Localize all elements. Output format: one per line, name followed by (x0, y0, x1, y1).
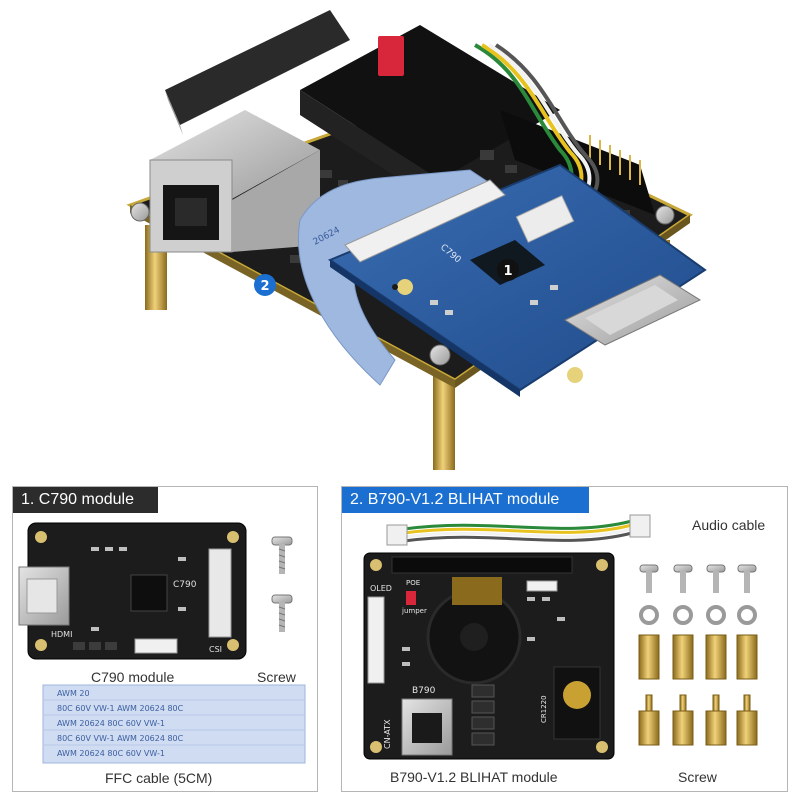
b790-jumper-label: jumper (401, 607, 427, 615)
ffc-print-row: AWM 20624 80C 60V VW-1 (57, 719, 165, 728)
panel-1-title: 1. C790 module (13, 487, 158, 513)
audio-cable (403, 519, 633, 543)
mounting-screw (130, 202, 150, 222)
male-standoff-row (638, 694, 758, 746)
b790-contents-illustration: OLED POE jumper B790 CN-ATX CR1220 (363, 514, 758, 760)
ffc-cable-caption: FFC cable (5CM) (105, 770, 213, 786)
c790-hdmi-label: HDMI (51, 630, 72, 639)
c790-csi-label: CSI (209, 645, 222, 654)
mounting-screw (429, 344, 451, 366)
standoff-row (638, 634, 758, 680)
washer-row (639, 605, 757, 625)
audio-cable-connector (386, 524, 408, 546)
panel-2-screw-caption: Screw (678, 769, 717, 785)
rj45-ethernet-jack (149, 110, 320, 253)
callout-1-label: 1 (503, 264, 512, 279)
c790-module-caption: C790 module (91, 669, 175, 685)
hardware-kit (638, 564, 758, 746)
ffc-ribbon-cable (298, 169, 501, 386)
ffc-print-row: 80C 60V VW-1 AWM 20624 80C (57, 734, 184, 743)
hero-product-photo: 20624 C790 1 2 (126, 10, 707, 470)
panel-2-title: 2. B790-V1.2 BLIHAT module (342, 487, 589, 513)
screw-pair (271, 536, 293, 632)
b790-board: OLED POE jumper B790 CN-ATX CR1220 (363, 552, 615, 760)
ffc-print-row: 80C 60V VW-1 AWM 20624 80C (57, 704, 184, 713)
b790-cn-atx-label: CN-ATX (383, 719, 392, 749)
b790-module-caption: B790-V1.2 BLIHAT module (390, 769, 558, 785)
b790-contents-panel: OLED POE jumper B790 CN-ATX CR1220 (341, 486, 788, 792)
brass-standoff (433, 370, 455, 470)
b790-oled-label: OLED (370, 584, 392, 593)
fan-block (300, 25, 560, 180)
b790-board-name: B790 (412, 686, 436, 696)
mounting-screw (655, 205, 675, 225)
callout-1-badge (497, 259, 519, 281)
ffc-print-row: AWM 20 (57, 689, 90, 698)
c790-contents-panel: C790 HDMI CSI (12, 486, 318, 792)
c790-module-board: C790 HDMI CSI (18, 522, 247, 660)
screw-row (639, 564, 757, 593)
red-jumper (378, 36, 404, 76)
ffc-print-row: AWM 20624 80C 60V VW-1 (57, 749, 165, 758)
callout-2-label: 2 (260, 279, 269, 294)
audio-cable-connector (629, 514, 651, 538)
audio-cable-caption: Audio cable (692, 517, 766, 533)
ffc-cable: AWM 20 80C 60V VW-1 AWM 20624 80C AWM 20… (42, 684, 306, 764)
callout-2-badge (254, 274, 276, 296)
c790-board-name: C790 (173, 580, 197, 590)
oled-module (165, 10, 350, 125)
oled-module-edge (165, 90, 183, 135)
b790-poe-label: POE (406, 579, 420, 587)
c790-contents-illustration: C790 HDMI CSI (18, 522, 306, 764)
panel-1-screw-caption: Screw (257, 669, 296, 685)
b790-cr1220-label: CR1220 (540, 695, 548, 723)
